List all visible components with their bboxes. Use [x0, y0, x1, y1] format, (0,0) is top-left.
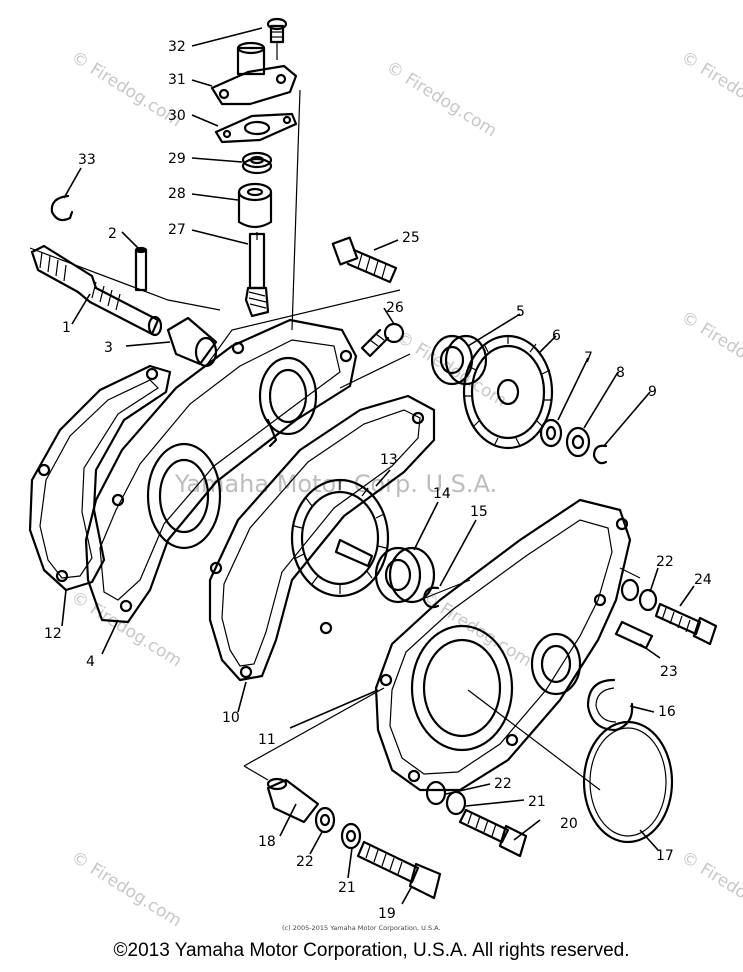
callout-22: 22 [656, 554, 674, 570]
callout-8: 8 [616, 365, 625, 381]
part-6-gear [462, 334, 554, 450]
part-28-bushing [237, 182, 273, 229]
copyright-footer: ©2013 Yamaha Motor Corporation, U.S.A. A… [113, 940, 630, 961]
part-19-bolt [356, 840, 442, 900]
small-credit: (c) 2005-2015 Yamaha Motor Corporation, … [282, 924, 441, 932]
callout-19: 19 [378, 906, 396, 922]
part-1-shaft [30, 244, 163, 337]
part-20-bolt [425, 780, 528, 858]
callout-29: 29 [168, 151, 186, 167]
callout-5: 5 [516, 304, 525, 320]
callout-labels: 32 31 30 29 28 27 33 2 25 1 3 26 5 6 7 8… [44, 39, 712, 922]
part-25-bolt [331, 236, 398, 284]
callout-24: 24 [694, 572, 712, 588]
part-14-bearing [374, 546, 436, 604]
part-7-washer [539, 418, 563, 448]
watermark-site: © Firedog.com [677, 847, 743, 931]
callout-20: 20 [560, 816, 578, 832]
callout-6: 6 [552, 328, 561, 344]
callout-27: 27 [168, 222, 186, 238]
callout-4: 4 [86, 654, 95, 670]
watermark-site: © Firedog.com [382, 57, 500, 141]
watermark-site: © Firedog.com [67, 847, 185, 931]
callout-11: 11 [258, 732, 276, 748]
part-16-clip [586, 678, 634, 732]
callout-25: 25 [402, 230, 420, 246]
part-3-collar [166, 316, 218, 368]
part-13-gear [290, 478, 390, 598]
callout-1: 1 [62, 320, 71, 336]
callout-22: 22 [296, 854, 314, 870]
callout-23: 23 [660, 664, 678, 680]
callout-14: 14 [433, 486, 451, 502]
part-21-washer [340, 822, 362, 850]
part-2-pin [134, 246, 148, 292]
part-9-clip [592, 444, 608, 465]
part-30-gasket [214, 112, 298, 144]
part-12-gasket [28, 364, 172, 592]
callout-13: 13 [380, 452, 398, 468]
part-drawings [28, 17, 718, 900]
leader-lines [61, 27, 695, 905]
part-8-washer [565, 426, 591, 458]
assembly-lines [29, 42, 641, 791]
part-4-cover [84, 318, 358, 624]
watermark-layer: © Firedog.com © Firedog.com © Firedog.co… [67, 47, 743, 931]
part-18-dowel [266, 777, 320, 824]
callout-32: 32 [168, 39, 186, 55]
callout-3: 3 [104, 340, 113, 356]
part-31-housing [210, 41, 298, 106]
callout-18: 18 [258, 834, 276, 850]
callout-31: 31 [168, 72, 186, 88]
parts-diagram: © Firedog.com © Firedog.com © Firedog.co… [28, 17, 743, 932]
callout-28: 28 [168, 186, 186, 202]
callout-10: 10 [222, 710, 240, 726]
callout-26: 26 [386, 300, 404, 316]
callout-15: 15 [470, 504, 488, 520]
callout-17: 17 [656, 848, 674, 864]
callout-9: 9 [648, 384, 657, 400]
part-27-gear [244, 232, 270, 318]
callout-22: 22 [494, 776, 512, 792]
callout-7: 7 [584, 350, 593, 366]
part-24-bolt [614, 578, 718, 650]
watermark-site: © Firedog.com [677, 307, 743, 391]
callout-2: 2 [108, 226, 117, 242]
callout-21: 21 [338, 880, 356, 896]
part-22-washer [314, 806, 336, 834]
callout-30: 30 [168, 108, 186, 124]
part-17-oring [582, 720, 674, 844]
callout-21: 21 [528, 794, 546, 810]
part-33-clip [50, 194, 74, 222]
callout-16: 16 [658, 704, 676, 720]
callout-12: 12 [44, 626, 62, 642]
callout-33: 33 [78, 152, 96, 168]
part-29-seal [241, 151, 273, 175]
part-32-bolt [266, 17, 288, 44]
part-11-case-cover [374, 498, 632, 792]
watermark-site: © Firedog.com [677, 47, 743, 131]
